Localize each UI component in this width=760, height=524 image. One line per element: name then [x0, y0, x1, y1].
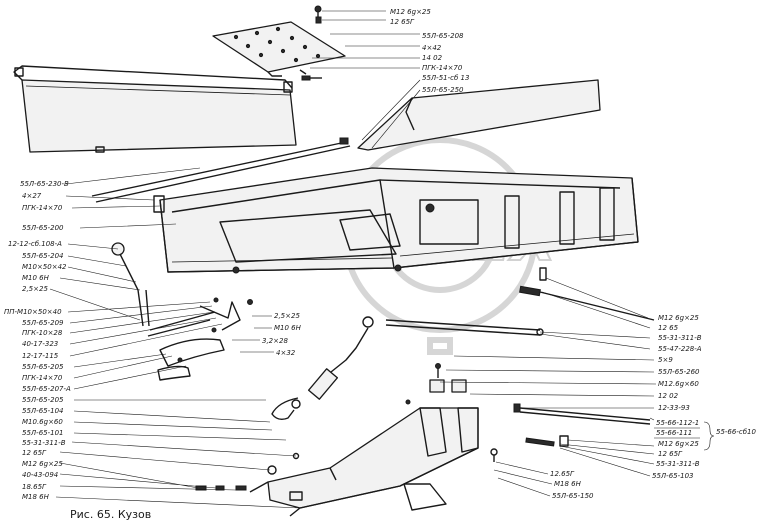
label: 12 02: [658, 392, 679, 400]
label: 55Л-65-205: [22, 363, 64, 371]
label: 4×42: [422, 44, 442, 52]
right-side-board: [357, 79, 601, 151]
label: 55-66-111: [656, 429, 692, 437]
label: 55Л-65-207-А: [22, 385, 71, 393]
top-plate: [212, 21, 346, 77]
label: М12 6g×25: [658, 314, 699, 322]
label: 40-43-094: [22, 471, 58, 479]
labels-top-right: М12 6g×25 12 65Г 55Л-65-208 4×42 14 02 П…: [390, 8, 469, 94]
label: М12 6g×25: [658, 440, 699, 448]
label: 12 65: [658, 324, 679, 332]
label: М12.6g×60: [658, 380, 699, 388]
label: 14 02: [422, 54, 443, 62]
left-side-board: [13, 65, 297, 153]
label: 55-31-311-В: [656, 460, 700, 468]
lever-assembly: [111, 242, 253, 381]
labels-bottom: 12.65Г М18 6Н 55Л-65-150: [550, 470, 594, 500]
label: ПГК-10×28: [22, 329, 63, 337]
label: 12 65Г: [390, 18, 415, 26]
top-bolt-stack: [301, 5, 322, 81]
label: 18.65Г: [22, 483, 47, 491]
label: 55-31-311-В: [22, 439, 66, 447]
label: 55-31-311-В: [658, 334, 702, 342]
label: 4×27: [22, 192, 42, 200]
label: 55-47-228-А: [658, 345, 702, 353]
label: 55-66-112-1: [656, 419, 699, 427]
label: ПГК-14×70: [22, 204, 63, 212]
label: 55Л-65-101: [22, 429, 64, 437]
label: М10 6Н: [22, 274, 50, 282]
label: 12-12-сб.108-А: [8, 240, 62, 248]
label: 55Л-51-сб 13: [422, 74, 469, 82]
label: 55Л-65-230-В: [20, 180, 69, 188]
label: 55Л-65-209: [22, 319, 64, 327]
label: 55Л-65-103: [652, 472, 694, 480]
label: 12-33-93: [658, 404, 690, 412]
label: 12-17-115: [22, 352, 59, 360]
label: М10.6g×60: [22, 418, 63, 426]
label: 2,5×25: [22, 285, 48, 293]
straps: [91, 137, 351, 203]
long-rod: [385, 267, 655, 336]
spacer-blocks: [429, 363, 467, 393]
figure-caption: Рис. 65. Кузов: [70, 508, 151, 521]
leader-lines: [49, 10, 715, 509]
label: М12 6g×25: [390, 8, 431, 16]
label: М10×50×42: [22, 263, 67, 271]
body-frame: [153, 167, 639, 274]
bracket-group-label: 55-66-сб10: [716, 428, 756, 436]
lower-support: [249, 407, 479, 517]
label: 55Л-65-260: [658, 368, 700, 376]
label: ПГК-14×70: [22, 374, 63, 382]
label: 55Л-65-205: [22, 396, 64, 404]
label: ПП-М10×50×40: [4, 308, 62, 316]
label: 4×32: [276, 349, 296, 357]
label: 12.65Г: [550, 470, 575, 478]
label: М12 6g×25: [22, 460, 63, 468]
label: 12 65Г: [658, 450, 683, 458]
label: 5×9: [658, 356, 673, 364]
labels-right: М12 6g×25 12 65 55-31-311-В 55-47-228-А …: [652, 314, 756, 480]
label: ПГК-14×70: [422, 64, 463, 72]
label: М10 6Н: [274, 324, 302, 332]
label: 2,5×25: [274, 312, 300, 320]
label: 40-17-323: [22, 340, 58, 348]
label: 3,2×28: [262, 337, 288, 345]
center-linkage: [271, 316, 411, 421]
lower-right-rods: [490, 403, 651, 462]
labels-left: 55Л-65-230-В 4×27 ПГК-14×70 55Л-65-200 1…: [4, 180, 71, 501]
label: 55Л-65-150: [552, 492, 594, 500]
label: 12 65Г: [22, 449, 47, 457]
labels-center: 2,5×25 М10 6Н 3,2×28 4×32: [262, 312, 302, 357]
label: М18 6Н: [22, 493, 50, 501]
label: М18 6Н: [554, 480, 582, 488]
label: 55Л-65-250: [422, 86, 464, 94]
label: 55Л-65-104: [22, 407, 64, 415]
label: 55Л-65-200: [22, 224, 64, 232]
label: 55Л-65-208: [422, 32, 464, 40]
label: 55Л-65-204: [22, 252, 64, 260]
